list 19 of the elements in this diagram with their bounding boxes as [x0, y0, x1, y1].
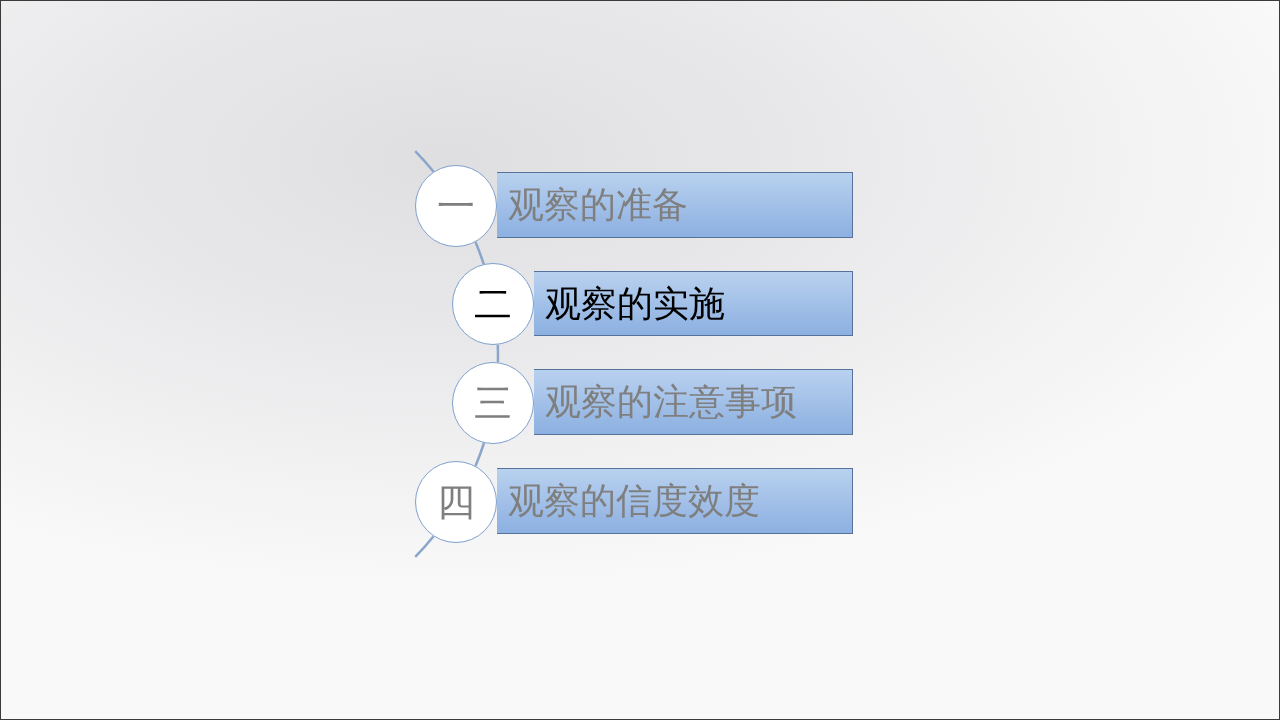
arc-line [414, 150, 435, 173]
section-number: 二 [474, 285, 512, 323]
number-circle [415, 165, 497, 247]
section-number: 一 [437, 187, 475, 225]
section-number: 四 [437, 483, 475, 521]
section-bar [534, 369, 853, 435]
section-title: 观察的准备 [508, 187, 688, 223]
arc-line [474, 241, 485, 265]
arc-line [474, 442, 486, 467]
section-title: 观察的注意事项 [545, 384, 797, 420]
section-title: 观察的信度效度 [508, 483, 760, 519]
arc-line [496, 344, 500, 363]
section-bar [497, 468, 853, 534]
section-bar [534, 271, 853, 336]
section-bar [497, 172, 853, 238]
number-circle [415, 461, 497, 543]
section-title: 观察的实施 [545, 285, 725, 322]
section-number: 三 [474, 384, 512, 422]
arc-line [414, 535, 435, 558]
